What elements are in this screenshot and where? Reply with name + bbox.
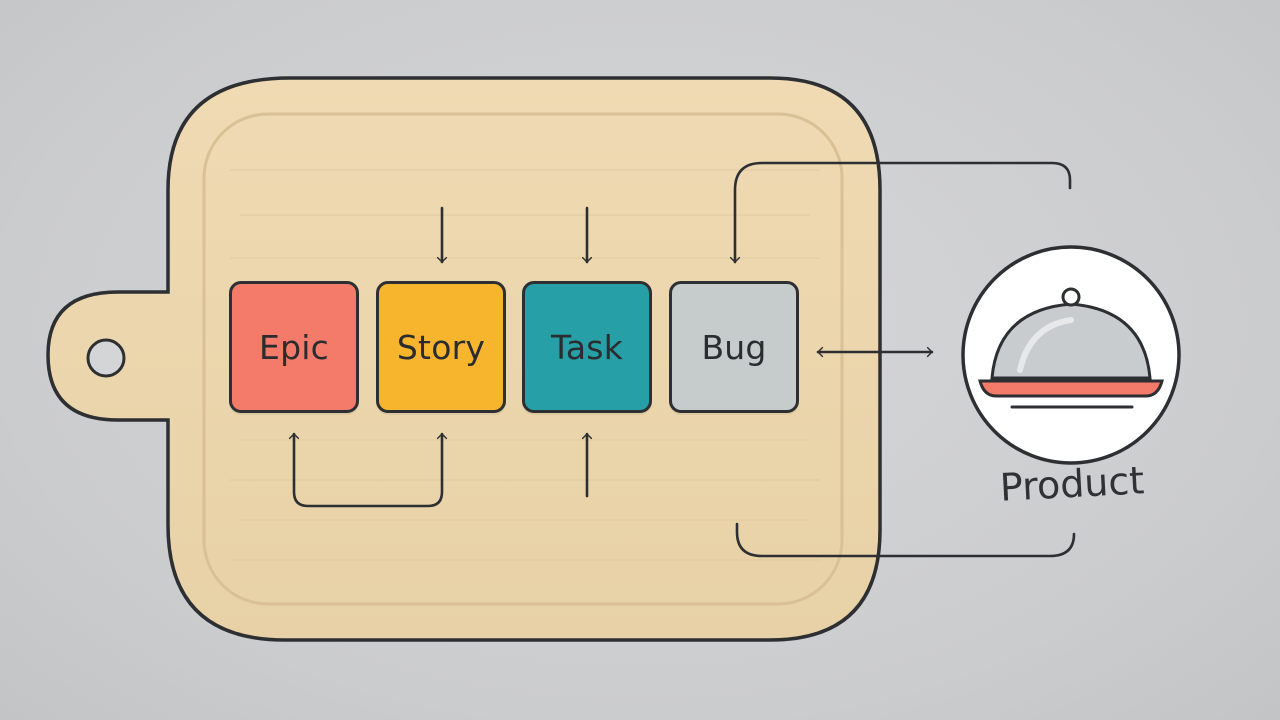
wood-grain [230, 169, 820, 561]
card-story-label: Story [396, 327, 486, 367]
product-return-line [735, 522, 1076, 558]
product-badge [961, 245, 1181, 465]
card-story: Story [376, 281, 506, 413]
card-bug-label: Bug [701, 327, 767, 367]
card-task-label: Task [550, 327, 624, 367]
board-groove [202, 112, 844, 606]
hanging-hole [86, 338, 126, 378]
card-epic: Epic [229, 281, 359, 413]
feedback-arrow-into-bug [729, 161, 1072, 264]
card-task: Task [522, 281, 652, 413]
card-epic-label: Epic [259, 327, 329, 367]
epic-story-connector [288, 432, 448, 508]
serving-cloche-icon [978, 287, 1164, 409]
card-bug: Bug [669, 281, 799, 413]
incoming-arrows [436, 206, 593, 264]
